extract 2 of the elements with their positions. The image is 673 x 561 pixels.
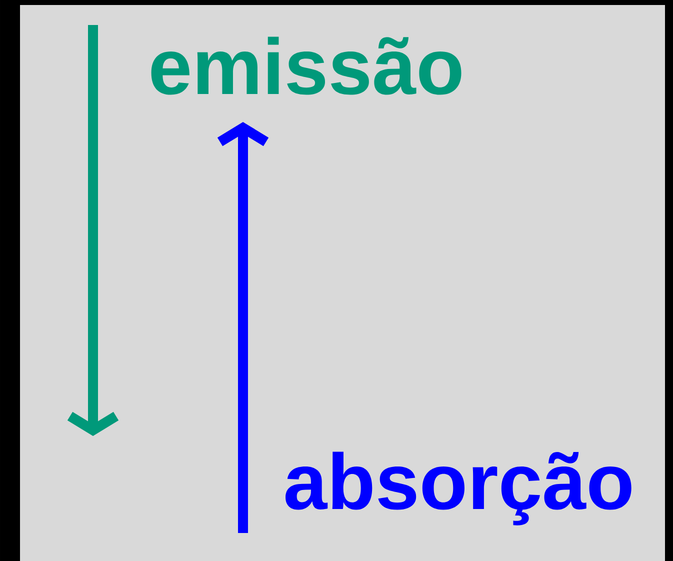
- label: absorção: [286, 452, 632, 526]
- label: emissão: [151, 36, 462, 95]
